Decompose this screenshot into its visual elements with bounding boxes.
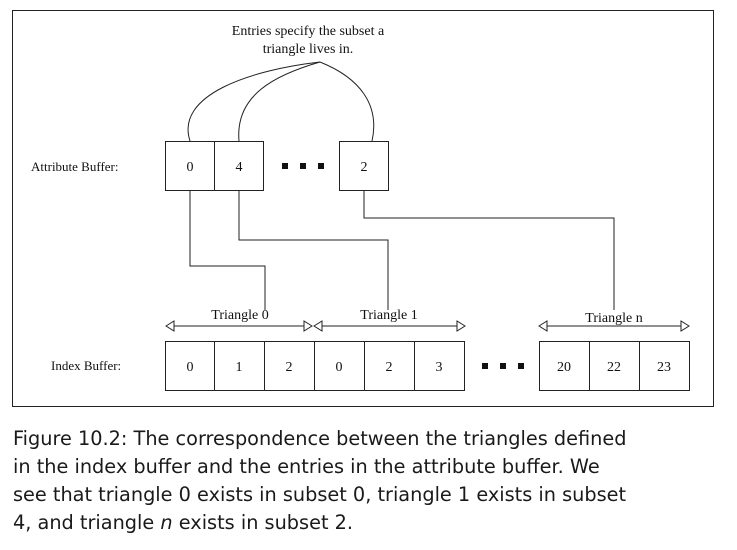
- caption-line: 4, and triangle n exists in subset 2.: [13, 509, 728, 537]
- attribute-value: 0: [187, 160, 194, 175]
- attribute-connectors: [189, 190, 615, 310]
- index-value: 3: [436, 360, 443, 375]
- attribute-buffer-label: Attribute Buffer:: [31, 159, 119, 174]
- index-cell: [639, 341, 690, 391]
- index-buffer: [165, 341, 690, 391]
- triangle-label: Triangle n: [585, 311, 642, 326]
- attribute-ellipsis: [282, 163, 324, 169]
- attribute-buffer: [165, 141, 389, 191]
- triangle-label: Triangle 1: [360, 308, 417, 323]
- buffer-diagram: Entries specify the subset a triangle li…: [12, 10, 714, 407]
- index-value: 1: [236, 360, 243, 375]
- figure-caption: Figure 10.2: The correspondence between …: [13, 425, 728, 537]
- index-value: 0: [336, 360, 343, 375]
- attribute-value: 4: [236, 160, 243, 175]
- caption-italic: n: [160, 511, 173, 534]
- index-value: 0: [187, 360, 194, 375]
- index-ellipsis: [482, 363, 524, 369]
- figure-frame: [12, 10, 714, 407]
- index-value: 22: [607, 360, 621, 375]
- caption-text: exists in subset 2.: [172, 511, 354, 534]
- triangle-arrows: [165, 320, 690, 332]
- index-value: 20: [557, 360, 571, 375]
- caption-line: in the index buffer and the entries in t…: [13, 455, 600, 478]
- caption-line: Figure 10.2: The correspondence between …: [13, 427, 627, 450]
- caption-line: see that triangle 0 exists in subset 0, …: [13, 483, 627, 506]
- note-line-2: triangle lives in.: [263, 42, 354, 57]
- index-value: 23: [657, 360, 671, 375]
- index-buffer-label: Index Buffer:: [51, 358, 121, 373]
- note-line-1: Entries specify the subset a: [232, 24, 385, 39]
- caption-text: 4, and triangle: [13, 511, 161, 534]
- index-cell: [414, 341, 465, 391]
- note-pointer-curves: [187, 61, 375, 142]
- index-value: 2: [386, 360, 393, 375]
- triangle-label: Triangle 0: [211, 308, 268, 323]
- index-value: 2: [286, 360, 293, 375]
- attribute-value: 2: [361, 160, 368, 175]
